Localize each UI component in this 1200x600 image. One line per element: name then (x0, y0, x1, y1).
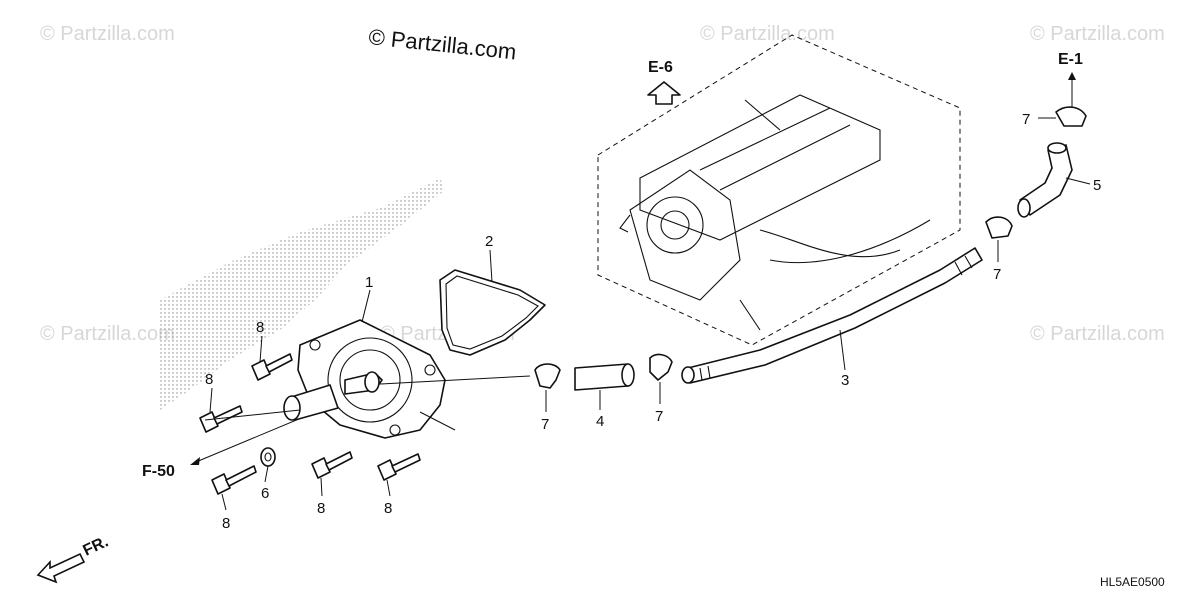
bolt-lower-mid (311, 451, 353, 479)
callout-clamp-top: 7 (1022, 111, 1030, 128)
gasket (439, 269, 546, 356)
callouts: 1 2 3 4 5 6 7 7 7 7 8 8 8 8 8 (205, 111, 1101, 532)
callout-clamp-left: 7 (541, 416, 549, 433)
callout-water-pump: 1 (365, 274, 373, 291)
reference-e1: E-1 (1058, 51, 1083, 112)
water-pump (283, 319, 446, 439)
callout-gasket: 2 (485, 233, 493, 250)
watermarks: © Partzilla.com © Partzilla.com © Partzi… (40, 23, 1165, 345)
engine-case (597, 34, 961, 346)
bolt-left (199, 405, 243, 433)
bolt-lower-right (377, 453, 421, 481)
copyright-text: © Partzilla.com (367, 24, 517, 64)
callout-short-hose: 4 (596, 413, 604, 430)
leader-lines (204, 117, 1091, 511)
ref-e6-label: E-6 (648, 59, 673, 76)
arrow-head-icon (190, 457, 200, 465)
bolts (199, 353, 421, 495)
arrow-head-icon (1068, 72, 1076, 80)
front-direction-indicator: FR. (36, 533, 112, 584)
callout-clamp-right: 7 (993, 266, 1001, 283)
front-arrow-icon (36, 552, 86, 584)
callout-bolt-lower-left: 8 (222, 515, 230, 532)
clamps (534, 106, 1087, 389)
washer-6 (260, 447, 276, 467)
callout-bolt-lower-mid: 8 (317, 500, 325, 517)
callout-long-hose: 3 (841, 372, 849, 389)
ref-e1-label: E-1 (1058, 51, 1083, 68)
reference-e6: E-6 (647, 59, 681, 105)
diagram-code: HL5AE0500 (1100, 575, 1165, 589)
callout-bolt-left: 8 (205, 371, 213, 388)
watermark-top-right: © Partzilla.com (1030, 23, 1165, 45)
watermark-top-mid: © Partzilla.com (700, 23, 835, 45)
watermark-mid-right: © Partzilla.com (1030, 323, 1165, 345)
elbow-hose-5 (1017, 142, 1073, 218)
callout-washer: 6 (261, 485, 269, 502)
bolt-upper (251, 353, 293, 381)
up-arrow-icon (647, 81, 681, 105)
callout-bolt-lower-right: 8 (384, 500, 392, 517)
callout-elbow-hose: 5 (1093, 177, 1101, 194)
watermark-mid-left: © Partzilla.com (40, 323, 175, 345)
engine-shading (160, 178, 445, 410)
watermark-top-left: © Partzilla.com (40, 23, 175, 45)
callout-clamp-mid: 7 (655, 408, 663, 425)
long-hose-3 (681, 247, 983, 384)
front-label: FR. (81, 533, 112, 559)
short-hose-4 (574, 363, 635, 391)
ref-f50-label: F-50 (142, 463, 175, 480)
callout-bolt-upper: 8 (256, 319, 264, 336)
bolt-lower-left (211, 465, 257, 495)
